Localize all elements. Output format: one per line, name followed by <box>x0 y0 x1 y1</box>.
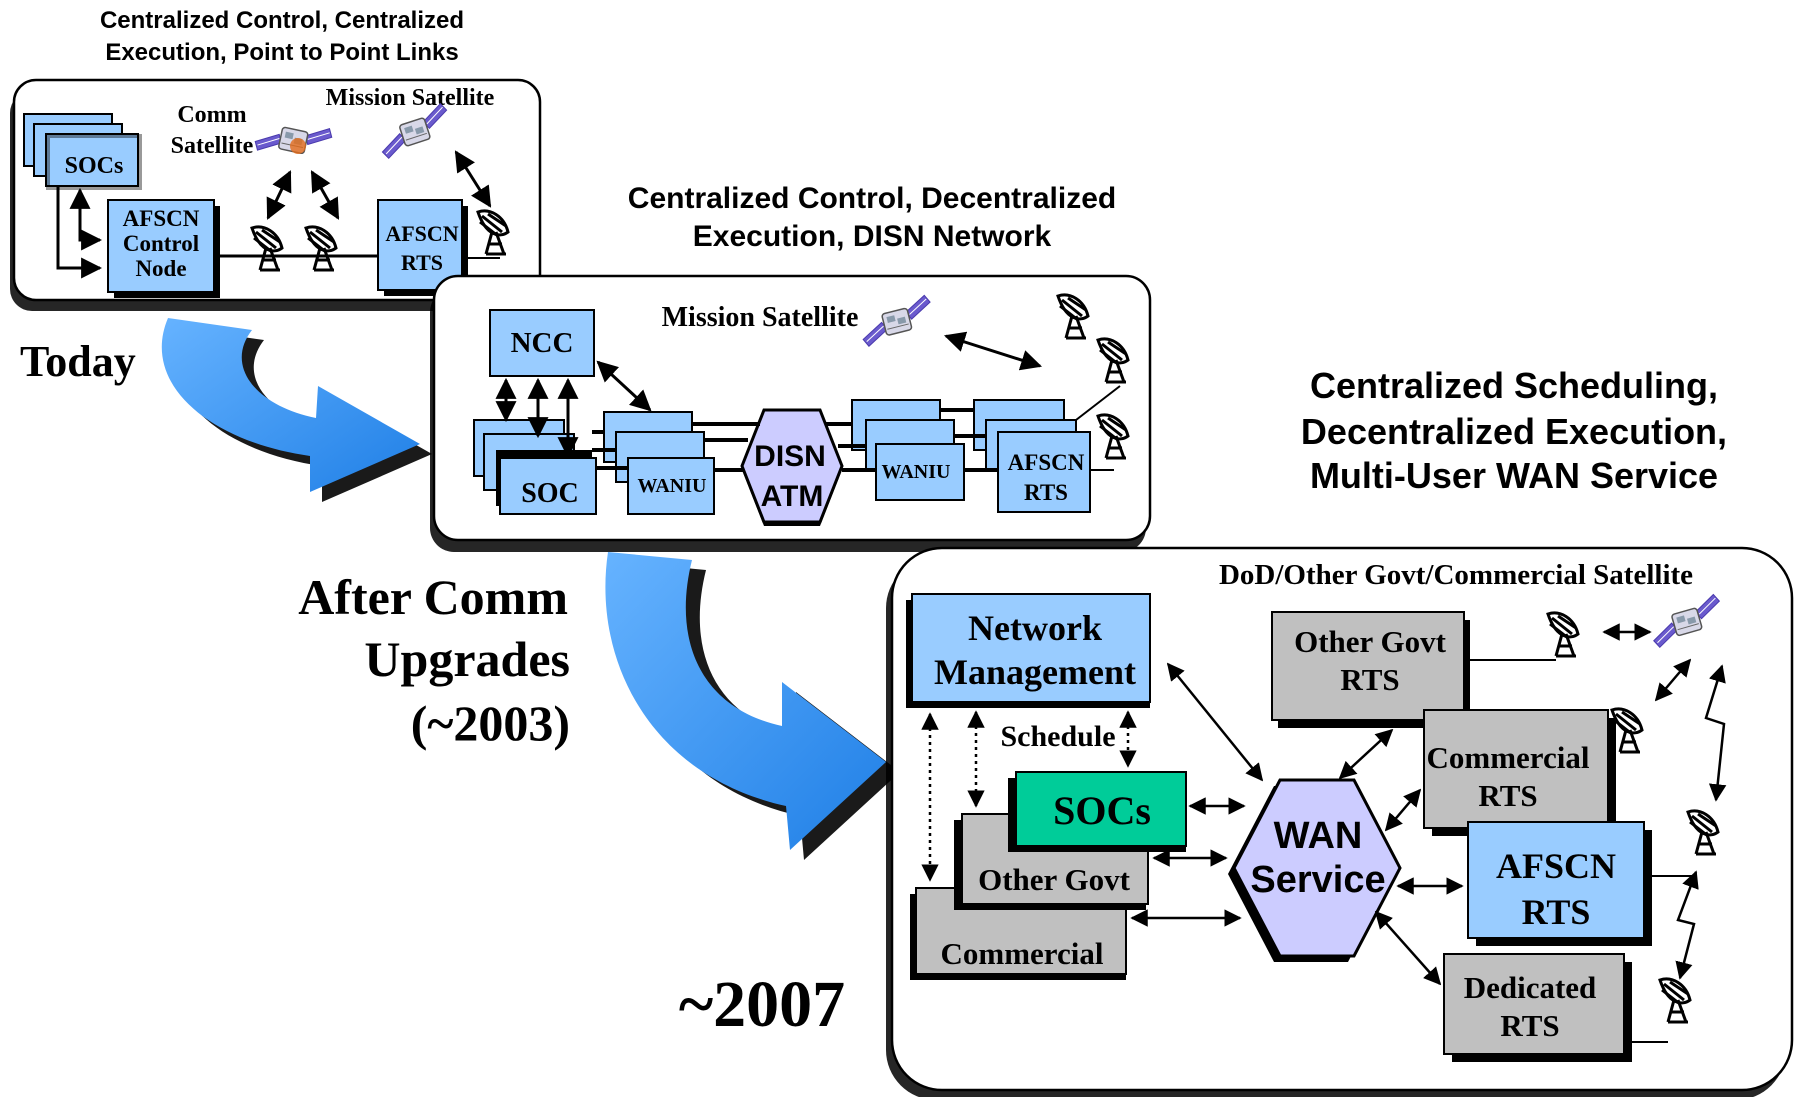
stage3-other-govt-label: Other Govt <box>978 862 1130 897</box>
stage1-afscn-line1: AFSCN <box>123 206 200 231</box>
stage3-commercial-rts-box <box>1423 709 1616 836</box>
stage3-title-line2: Decentralized Execution, <box>1301 411 1727 452</box>
stage1-comm-sat-line2: Satellite <box>171 133 254 159</box>
stage3-other-govt-rts-box <box>1271 611 1470 728</box>
stage2-disn-line1: DISN <box>754 440 826 473</box>
stage3-socs-box <box>1008 771 1187 852</box>
stage1-socs-stack <box>23 113 142 190</box>
stage3-com-rts-line1: Commercial <box>1427 740 1590 775</box>
stage2-title-line2: Execution, DISN Network <box>693 220 1052 253</box>
stage3-wan-line2: Service <box>1250 859 1385 901</box>
timeline-after-line2: Upgrades <box>364 631 570 687</box>
stage1-title-line2: Execution, Point to Point Links <box>105 39 458 66</box>
stage1-afscn-line3: Node <box>135 256 186 281</box>
timeline-after-line3: (~2003) <box>411 695 570 751</box>
stage2-afscn-rts-stack <box>973 399 1091 513</box>
stage3-title-line3: Multi-User WAN Service <box>1310 455 1718 496</box>
stage2-waniu-left-label: WANIU <box>638 475 707 497</box>
stage3-afscn-sat-zigzag-arrow <box>1704 664 1727 802</box>
stage1-comm-arrow-1 <box>266 170 292 220</box>
stage1-socs-link-arrow <box>56 186 103 279</box>
stage3-og-rts-line2: RTS <box>1340 662 1399 697</box>
stage1-socs-label: SOCs <box>65 153 124 179</box>
stage3-wan-hex <box>1232 778 1402 958</box>
stage3-wan-line1: WAN <box>1274 815 1363 857</box>
stage1-mission-sat-label: Mission Satellite <box>326 85 495 111</box>
stage2-rts-line1: AFSCN <box>1008 450 1085 475</box>
stage3-com-sat-arrow <box>1654 658 1692 702</box>
stage3-commercial-label: Commercial <box>941 936 1104 971</box>
stage2-network-lines <box>592 408 998 472</box>
stage3-netmgmt-line2: Management <box>934 652 1136 692</box>
stage3-ded-rts-line2: RTS <box>1500 1008 1559 1043</box>
stage3-schedule-label: Schedule <box>1000 720 1115 753</box>
transition-arrow-1 <box>161 318 433 502</box>
stage3-wan-ded-rts-arrow <box>1374 910 1442 986</box>
stage2-sat-arrow <box>943 331 1043 371</box>
stage1-afscn-control-node <box>107 199 220 298</box>
stage3-ded-rts-line1: Dedicated <box>1464 970 1597 1005</box>
stage2-rts-line2: RTS <box>1024 480 1068 505</box>
stage3-title-line1: Centralized Scheduling, <box>1310 365 1718 406</box>
stage1-rts-line1: AFSCN <box>385 221 458 246</box>
stage3-og-rts-line1: Other Govt <box>1294 624 1446 659</box>
stage1-socs-to-node-arrow <box>78 210 103 251</box>
stage2-ncc-waniu-arrow <box>596 360 652 412</box>
stage1-afscn-line2: Control <box>123 231 199 256</box>
stage3-afscn-rts-line1: AFSCN <box>1496 846 1616 886</box>
stage1-comm-sat-line1: Comm <box>177 102 246 128</box>
stage3-netmgmt-line1: Network <box>968 608 1102 648</box>
stage2-title-line1: Centralized Control, Decentralized <box>628 182 1116 215</box>
stage3-com-rts-line2: RTS <box>1478 778 1537 813</box>
stage2-disn-hex <box>740 408 844 524</box>
stage1-rts-line2: RTS <box>401 250 443 275</box>
stage1-title-line1: Centralized Control, Centralized <box>100 7 464 34</box>
stage2-ncc-label: NCC <box>511 327 574 359</box>
timeline-today: Today <box>20 337 136 386</box>
stage3-afscn-rts-box <box>1467 821 1652 946</box>
stage3-ded-zigzag-arrow <box>1675 870 1699 980</box>
stage2-soc-stack <box>473 419 597 515</box>
stage3-netmgmt-wan-arrow <box>1166 662 1264 782</box>
stage2-disn-line2: ATM <box>761 480 824 513</box>
comm-satellite-core-icon <box>290 138 306 154</box>
stage3-afscn-rts-line2: RTS <box>1522 892 1591 932</box>
stage2-soc-label: SOC <box>521 478 579 509</box>
stage3-wan-og-rts-arrow <box>1338 728 1394 780</box>
stage3-sat-label: DoD/Other Govt/Commercial Satellite <box>1219 559 1693 591</box>
stage2-waniu-right-label: WANIU <box>882 461 951 483</box>
stage2-rts-dish-link-2 <box>1075 385 1121 421</box>
transition-arrow-2 <box>605 552 900 860</box>
stage2-ncc-box <box>489 309 595 377</box>
stage3-network-management-box <box>906 593 1151 708</box>
stage1-afscn-rts <box>377 199 468 296</box>
stage1-mission-arrow <box>454 150 492 208</box>
stage2-waniu-right-stack <box>851 399 965 501</box>
stage2-mission-sat-label: Mission Satellite <box>662 302 859 333</box>
stage3-dedicated-rts-box <box>1443 953 1632 1062</box>
stage3-socs-label: SOCs <box>1053 788 1151 833</box>
timeline-after-line1: After Comm <box>298 569 568 625</box>
stage2-waniu-left-stack <box>603 411 715 515</box>
stage3-wan-com-rts-arrow <box>1384 788 1422 832</box>
stage1-comm-arrow-2 <box>310 170 340 220</box>
timeline-final: ~2007 <box>679 968 845 1041</box>
